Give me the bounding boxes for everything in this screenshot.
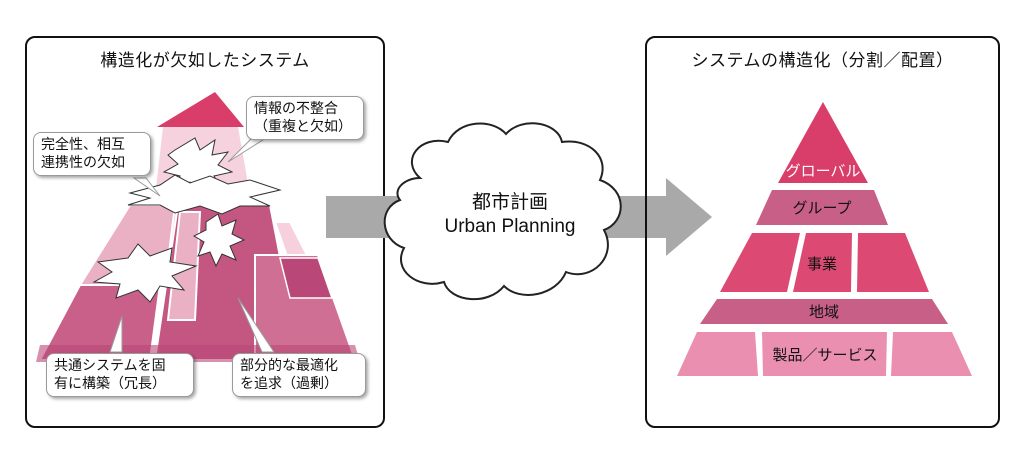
callout-completeness-line1: 完全性、相互 xyxy=(41,137,125,153)
callout-common-system-line1: 共通システムを固 xyxy=(54,358,166,374)
callout-common-system: 共通システムを固 有に構築（冗長） xyxy=(46,353,194,397)
level-business-label: 事業 xyxy=(807,255,837,273)
structured-pyramid: グローバル グループ 事業 地域 製品／サービス xyxy=(677,102,972,376)
level-global-label: グローバル xyxy=(786,162,861,180)
level-global xyxy=(778,102,868,183)
level-business-block-1 xyxy=(720,233,800,292)
level-product-block-3 xyxy=(891,332,972,376)
callout-partial-optimization: 部分的な最適化 を追求（過剰） xyxy=(232,353,366,397)
cloud-subtitle: Urban Planning xyxy=(444,216,576,237)
level-product-label: 製品／サービス xyxy=(772,346,877,364)
callout-completeness-line2: 連携性の欠如 xyxy=(41,155,125,171)
structured-system-panel: システムの構造化（分割／配置） xyxy=(645,36,1000,428)
pointer-completeness xyxy=(132,177,161,197)
callout-inconsistency-line1: 情報の不整合 xyxy=(254,101,338,117)
crack-burst-large xyxy=(92,243,198,303)
level-group-label: グループ xyxy=(792,199,851,217)
urban-planning-cloud xyxy=(383,122,622,300)
level-product-block-2 xyxy=(762,332,887,376)
cloud-title: 都市計画 xyxy=(471,191,548,213)
level-region xyxy=(700,299,948,324)
pointer-common xyxy=(109,315,123,353)
crack-burst-wide xyxy=(127,174,282,215)
pyramid-top-piece xyxy=(157,92,244,127)
level-region-label: 地域 xyxy=(809,303,839,321)
pointer-partial xyxy=(237,297,275,353)
callout-inconsistency: 情報の不整合 （重複と欠如） xyxy=(246,96,364,140)
callout-completeness: 完全性、相互 連携性の欠如 xyxy=(33,132,151,176)
cloud-label: 都市計画 Urban Planning xyxy=(410,190,610,240)
callout-partial-optimization-line2: を追求（過剰） xyxy=(240,376,338,392)
left-panel-title: 構造化が欠如したシステム xyxy=(100,51,310,71)
level-business-block-2 xyxy=(793,233,852,292)
callout-inconsistency-line2: （重複と欠如） xyxy=(254,119,352,135)
right-panel-title: システムの構造化（分割／配置） xyxy=(691,51,954,71)
level-group xyxy=(756,190,888,225)
level-business-block-3 xyxy=(857,233,929,292)
level-product-block-1 xyxy=(677,332,758,376)
pyramid-right-inner xyxy=(279,257,334,299)
crack-burst-mid xyxy=(192,213,246,268)
callout-common-system-line2: 有に構築（冗長） xyxy=(54,376,166,392)
callout-partial-optimization-line1: 部分的な最適化 xyxy=(240,358,338,374)
